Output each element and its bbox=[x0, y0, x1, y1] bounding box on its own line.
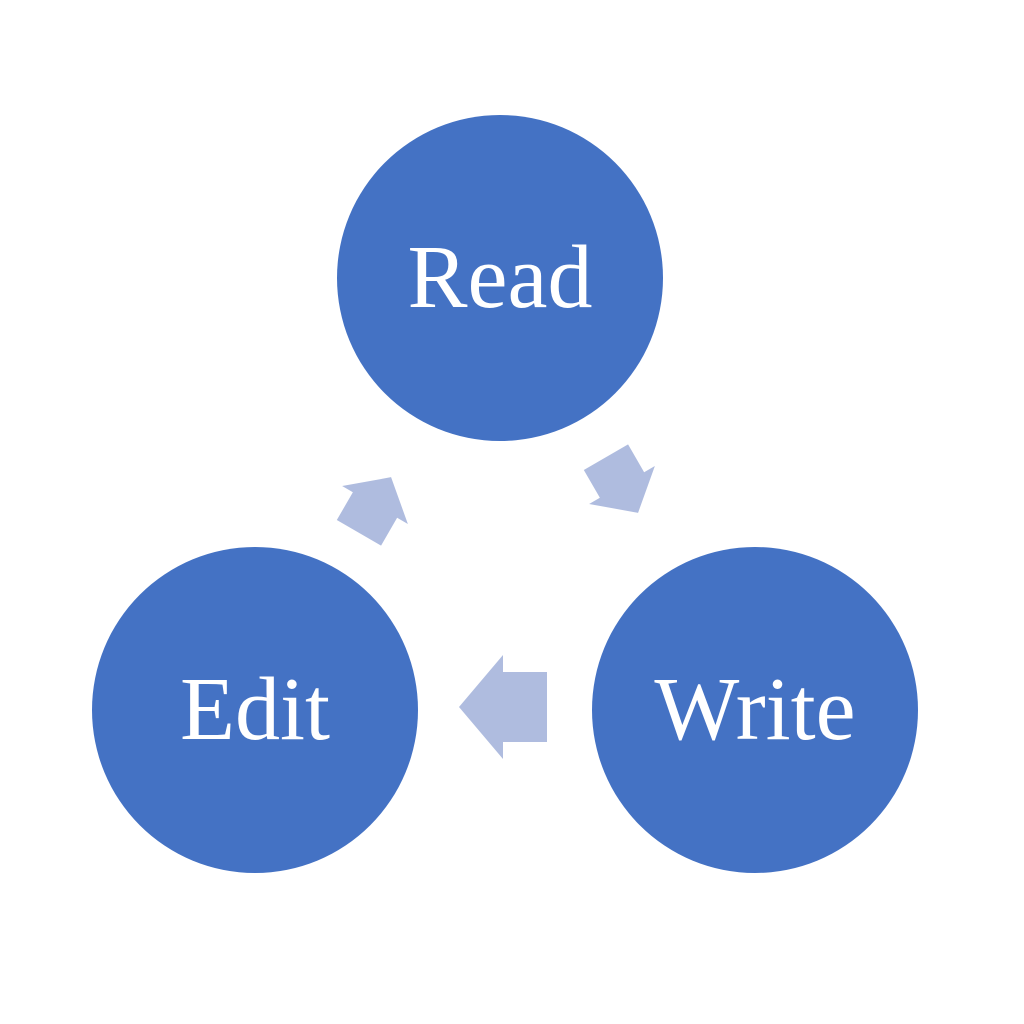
cycle-node-write: Write bbox=[592, 547, 918, 873]
node-label-read: Read bbox=[407, 228, 593, 327]
node-label-edit: Edit bbox=[180, 660, 330, 759]
node-label-write: Write bbox=[654, 660, 856, 759]
cycle-node-read: Read bbox=[337, 115, 663, 441]
arrow-write-to-edit-icon bbox=[459, 655, 547, 759]
cycle-node-edit: Edit bbox=[92, 547, 418, 873]
arrow-read-to-write-icon bbox=[583, 444, 655, 513]
arrow-edit-to-read-icon bbox=[336, 477, 408, 546]
